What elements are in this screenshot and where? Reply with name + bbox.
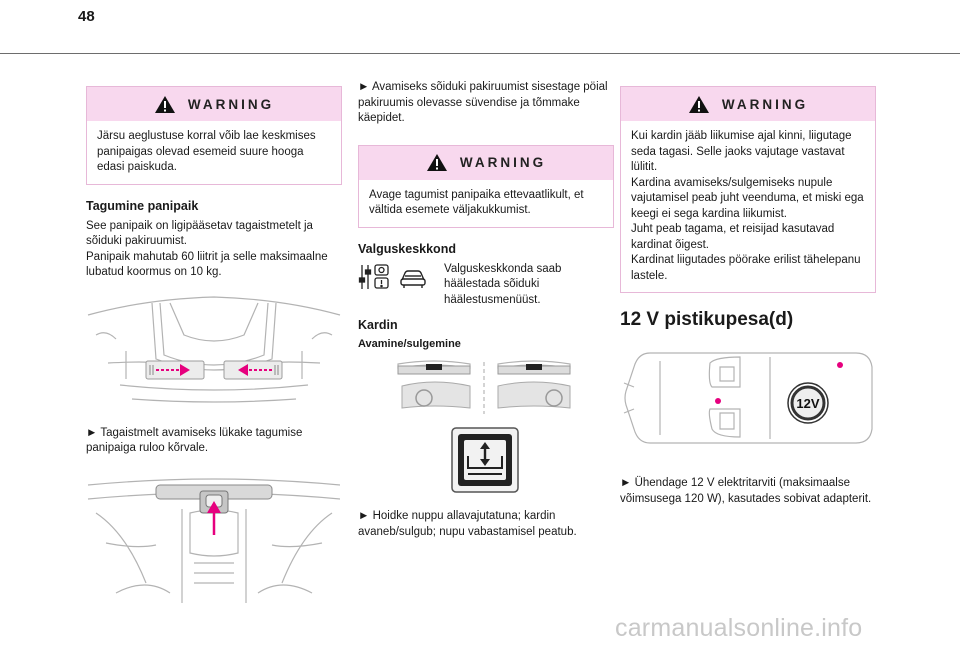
warning-icon [688,95,709,113]
section-heading: Valguskeskkond [358,241,456,256]
ambience-settings-row: Valguskeskkonda saab häälestada sõiduki … [358,262,614,309]
arrow-right-icon [238,363,272,376]
column-1: WARNING Järsu aeglustuse korral võib lae… [86,86,342,626]
warning-title: WARNING [721,96,809,112]
socket-location-dot [837,362,843,368]
warning-text: Järsu aeglustuse korral võib lae keskmis… [97,130,316,173]
socket-label: 12V [796,396,819,411]
page-number: 48 [78,8,95,25]
warning-box: WARNING Kui kardin jääb liikumise ajal k… [620,86,876,293]
watermark: carmanualsonline.info [615,614,863,642]
warning-title: WARNING [459,155,547,170]
warning-icon [154,95,175,113]
settings-menu-icon [358,263,389,289]
warning-title: WARNING [187,96,275,112]
instruction-step: ► Avamiseks sõiduki pakiruumist sisestag… [358,81,608,124]
paragraph: See panipaik on ligipääsetav tagaistmete… [86,219,328,279]
arrow-left-icon [156,363,190,376]
arrow-up-icon [207,500,221,535]
curtain-illustration [358,356,614,501]
warning-header: WARNING [87,87,341,121]
section-heading: 12 V pistikupesa(d) [620,309,794,330]
instruction-step: ► Tagaistmelt avamiseks lükake tagumise … [86,426,303,455]
warning-header: WARNING [359,145,613,180]
column-2: ► Avamiseks sõiduki pakiruumist sisestag… [358,80,614,540]
subheading: Avamine/sulgemine [358,338,461,350]
instruction-step: ► Ühendage 12 V elektritarviti (maksimaa… [620,477,872,505]
12v-socket-icon [787,382,829,424]
socket-location-illustration: 12V [620,343,876,458]
trunk-access-illustration [86,473,342,612]
section-heading: Kardin [358,318,398,332]
ambience-text: Valguskeskkonda saab häälestada sõiduki … [444,262,562,306]
rear-storage-illustration [86,295,342,412]
column-3: WARNING Kui kardin jääb liikumise ajal k… [620,86,876,507]
section-heading: Tagumine panipaik [86,198,199,213]
instruction-step: ► Hoidke nuppu allavajutatuna; kardin av… [358,510,577,538]
vehicle-icon [400,269,426,288]
socket-location-dot [715,398,721,404]
curtain-button-icon [451,427,519,493]
warning-icon [426,154,447,171]
top-rule [0,53,960,54]
warning-text: Avage tagumist panipaika ettevaatlikult,… [369,188,584,217]
warning-header: WARNING [621,87,875,121]
warning-box: WARNING Avage tagumist panipaika ettevaa… [358,144,614,228]
warning-text: Kui kardin jääb liikumise ajal kinni, li… [631,130,864,282]
warning-box: WARNING Järsu aeglustuse korral võib lae… [86,86,342,185]
